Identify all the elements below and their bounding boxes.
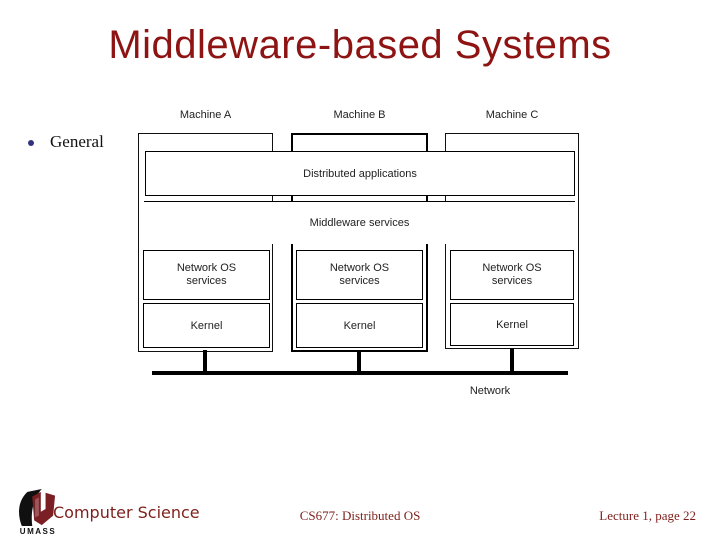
slide-title: Middleware-based Systems bbox=[108, 23, 612, 67]
machine-a-kernel-label: Kernel bbox=[190, 319, 223, 332]
middleware-services-band: Middleware services bbox=[144, 201, 575, 244]
machine-a-network-os-box: Network OS services bbox=[143, 250, 270, 300]
machine-b-network-os-box: Network OS services bbox=[296, 250, 423, 300]
network-bus-line bbox=[152, 371, 568, 375]
machine-c-network-os-label: Network OS services bbox=[482, 262, 542, 287]
network-label: Network bbox=[469, 385, 511, 397]
machine-a-network-os-label: Network OS services bbox=[176, 262, 237, 287]
bullet-icon bbox=[28, 140, 34, 146]
machine-b-network-os-label: Network OS services bbox=[329, 262, 390, 287]
machine-c-kernel-box: Kernel bbox=[450, 303, 574, 346]
footer-page-number: Lecture 1, page 22 bbox=[599, 508, 696, 523]
distributed-applications-box: Distributed applications bbox=[145, 151, 575, 196]
footer-course: CS677: Distributed OS bbox=[299, 508, 421, 523]
umass-logo-icon bbox=[19, 489, 56, 527]
machine-b-kernel-box: Kernel bbox=[296, 303, 423, 348]
machine-c-kernel-label: Kernel bbox=[496, 318, 528, 331]
machine-a-label: Machine A bbox=[179, 109, 232, 121]
machine-b-kernel-label: Kernel bbox=[343, 319, 376, 332]
machine-c-label: Machine C bbox=[485, 109, 539, 121]
footer-department: Computer Science bbox=[53, 503, 200, 522]
machine-b-network-connector bbox=[357, 350, 361, 373]
machine-b-label: Machine B bbox=[333, 109, 386, 121]
machine-c-network-connector bbox=[510, 348, 514, 373]
distributed-applications-label: Distributed applications bbox=[303, 167, 417, 180]
bullet-label: General bbox=[50, 132, 104, 151]
machine-a-kernel-box: Kernel bbox=[143, 303, 270, 348]
middleware-services-label: Middleware services bbox=[309, 217, 410, 229]
umass-logo-text: UMASS bbox=[19, 527, 57, 536]
machine-a-network-connector bbox=[203, 350, 207, 373]
machine-c-network-os-box: Network OS services bbox=[450, 250, 574, 300]
